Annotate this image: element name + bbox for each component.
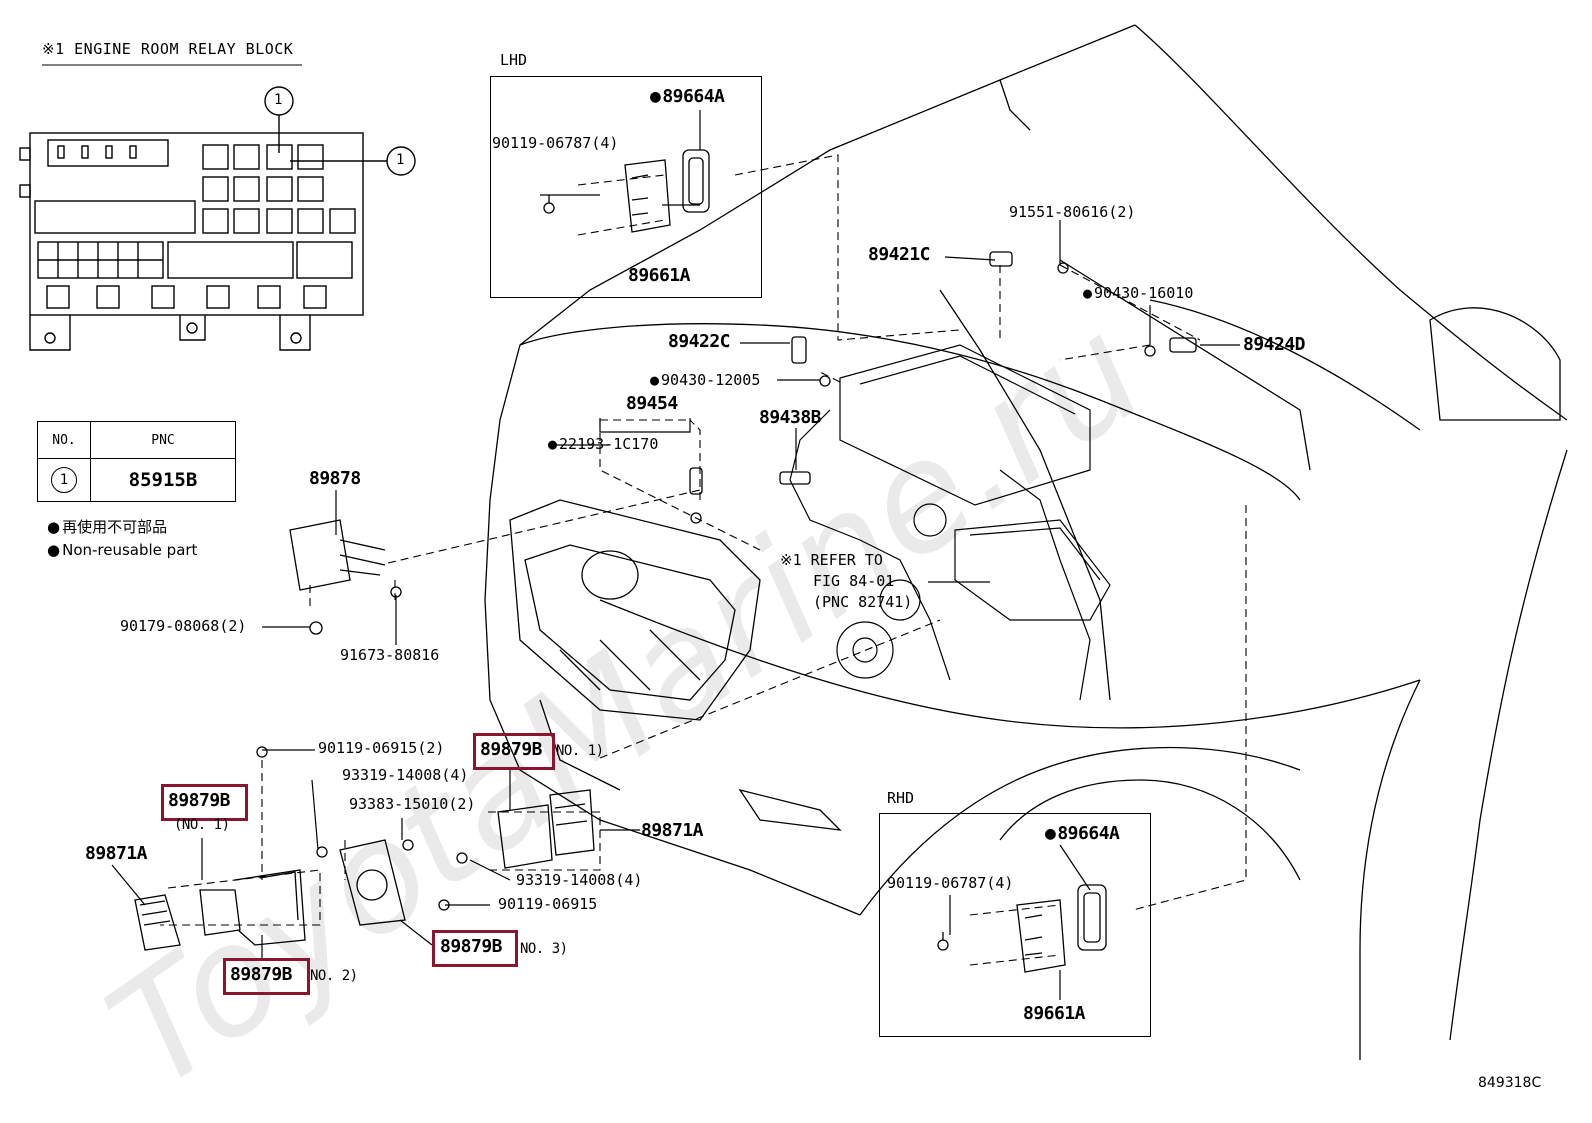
pnc-row-no: 1 xyxy=(37,458,91,502)
relay-callout-top: 1 xyxy=(274,92,283,108)
label-89438b: 89438B xyxy=(759,407,822,428)
pnc-col-no: NO. xyxy=(37,421,91,459)
rhd-part-unit: 89661A xyxy=(1023,1003,1086,1024)
lhd-part-bolt: 90119-06787(4) xyxy=(492,134,619,152)
label-no3: NO. 3) xyxy=(520,941,568,957)
label-89879b-left[interactable]: 89879B xyxy=(168,790,231,811)
label-89879b-top[interactable]: 89879B xyxy=(480,739,543,760)
label-93319-b: 93319-14008(4) xyxy=(516,871,643,889)
rhd-components xyxy=(937,884,1107,973)
label-89879b-no2[interactable]: 89879B xyxy=(230,964,293,985)
relay-block-title: ※1 ENGINE ROOM RELAY BLOCK xyxy=(42,40,294,58)
label-90119-06915-2: 90119-06915(2) xyxy=(318,739,445,757)
pnc-table: NO. PNC 1 85915B xyxy=(37,421,236,502)
rhd-title: RHD xyxy=(887,789,915,807)
lhd-part-unit: 89661A xyxy=(628,265,691,286)
highlight-89879b-top xyxy=(473,733,555,770)
pnc-row-value: 85915B xyxy=(90,458,236,502)
parts-diagram: ToyotaMarine.ru xyxy=(0,0,1592,1099)
legend-jp: 再使用不可部品 xyxy=(47,516,167,537)
highlight-89879b-left xyxy=(161,784,248,821)
label-no2: NO. 2) xyxy=(310,968,358,984)
label-93319-a: 93319-14008(4) xyxy=(342,766,469,784)
rhd-box xyxy=(879,813,1151,1037)
relay-callout-right: 1 xyxy=(396,152,405,168)
lhd-part-seal: 89664A xyxy=(650,88,725,106)
label-89454: 89454 xyxy=(626,393,678,414)
label-90430-16010: 90430-16010 xyxy=(1083,286,1193,301)
refer-line-3: (PNC 82741) xyxy=(813,593,913,611)
label-no1-top: NO. 1) xyxy=(556,743,604,759)
label-93383: 93383-15010(2) xyxy=(349,795,476,813)
engine-schematic xyxy=(789,344,1111,701)
label-no1-left: (NO. 1) xyxy=(174,817,230,833)
label-90119-06915: 90119-06915 xyxy=(498,895,598,913)
label-91673: 91673-80816 xyxy=(340,646,440,664)
lhd-components xyxy=(543,149,710,233)
diagram-line-art xyxy=(19,24,1568,1060)
label-89422c: 89422C xyxy=(668,331,731,352)
label-90179: 90179-08068(2) xyxy=(120,617,247,635)
label-22193: 22193-1C170 xyxy=(548,437,658,452)
label-90430-12005: 90430-12005 xyxy=(650,373,760,388)
rhd-part-seal: 89664A xyxy=(1045,825,1120,843)
label-89424d: 89424D xyxy=(1243,334,1306,355)
relay-block-drawing xyxy=(19,86,416,351)
refer-line-2: FIG 84-01 xyxy=(813,572,895,590)
label-91551: 91551-80616(2) xyxy=(1009,203,1136,221)
highlight-89879b-no2 xyxy=(223,958,310,995)
lhd-box xyxy=(490,76,762,298)
rhd-part-bolt: 90119-06787(4) xyxy=(887,874,1014,892)
label-89879b-no3[interactable]: 89879B xyxy=(440,936,503,957)
label-89871a-left: 89871A xyxy=(85,843,148,864)
legend-en: Non-reusable part xyxy=(47,541,197,559)
sensor-parts xyxy=(134,251,1197,951)
label-89871a-right: 89871A xyxy=(641,820,704,841)
pnc-col-pnc: PNC xyxy=(90,421,236,459)
lhd-title: LHD xyxy=(500,51,528,69)
label-89878: 89878 xyxy=(309,468,361,489)
highlight-89879b-no3 xyxy=(432,930,518,967)
figure-code: 849318C xyxy=(1478,1075,1542,1091)
label-89421c: 89421C xyxy=(868,244,931,265)
refer-line-1: ※1 REFER TO xyxy=(780,551,883,569)
solid-leaders xyxy=(111,110,1240,1000)
